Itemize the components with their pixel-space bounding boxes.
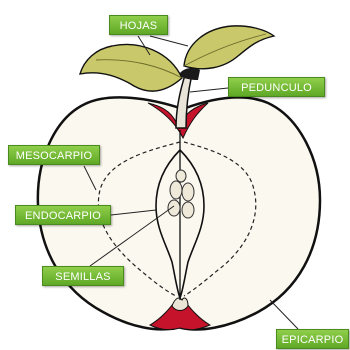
leader-pedunculo bbox=[190, 88, 228, 92]
leader-epicarpio bbox=[270, 300, 298, 329]
stem-tip bbox=[180, 68, 200, 80]
right-leaf bbox=[184, 26, 274, 69]
seed bbox=[182, 183, 194, 201]
label-endocarpio: ENDOCARPIO bbox=[15, 205, 111, 225]
label-hojas: HOJAS bbox=[109, 15, 168, 35]
seed bbox=[182, 202, 194, 218]
seed bbox=[176, 170, 186, 182]
label-epicarpio: EPICARPIO bbox=[276, 329, 349, 349]
left-leaf bbox=[80, 44, 182, 91]
label-semillas: SEMILLAS bbox=[42, 266, 124, 286]
leader-hojas-2 bbox=[150, 36, 188, 46]
seed bbox=[168, 200, 180, 216]
seed bbox=[170, 181, 182, 199]
label-mesocarpio: MESOCARPIO bbox=[8, 145, 100, 165]
label-pedunculo: PEDUNCULO bbox=[228, 77, 325, 97]
